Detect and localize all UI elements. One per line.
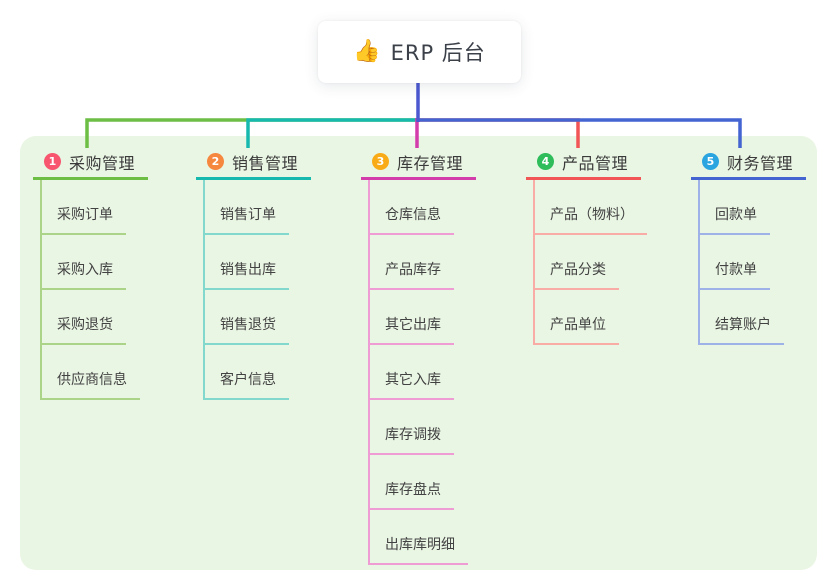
- node-item[interactable]: 结算账户: [698, 290, 784, 345]
- node-item[interactable]: 回款单: [698, 180, 770, 235]
- node-item[interactable]: 其它入库: [368, 345, 454, 400]
- node-item[interactable]: 客户信息: [203, 345, 289, 400]
- node-item[interactable]: 其它出库: [368, 290, 454, 345]
- branch-label: 产品管理: [562, 153, 629, 173]
- node-item[interactable]: 销售出库: [203, 235, 289, 290]
- branch-inventory-title[interactable]: 3 库存管理: [361, 146, 476, 180]
- branch-sales: 2 销售管理 销售订单 销售出库 销售退货 客户信息: [196, 146, 311, 400]
- branch-number-badge: 5: [702, 153, 719, 170]
- branch-number-badge: 3: [372, 153, 389, 170]
- node-item[interactable]: 库存调拨: [368, 400, 454, 455]
- branch-inventory-children: 仓库信息 产品库存 其它出库 其它入库 库存调拨 库存盘点 出库库明细: [368, 180, 476, 565]
- node-item[interactable]: 产品分类: [533, 235, 619, 290]
- branch-child-line: [203, 180, 205, 400]
- branch-product: 4 产品管理 产品（物料） 产品分类 产品单位: [526, 146, 647, 345]
- thumbs-up-icon: 👍: [353, 39, 381, 64]
- node-item[interactable]: 产品单位: [533, 290, 619, 345]
- node-item[interactable]: 供应商信息: [40, 345, 140, 400]
- branch-label: 采购管理: [69, 153, 136, 173]
- node-item[interactable]: 销售订单: [203, 180, 289, 235]
- node-item[interactable]: 采购订单: [40, 180, 126, 235]
- root-title: ERP 后台: [390, 41, 486, 65]
- background-panel: [20, 136, 817, 570]
- node-item[interactable]: 采购退货: [40, 290, 126, 345]
- branch-purchase: 1 采购管理 采购订单 采购入库 采购退货 供应商信息: [33, 146, 148, 400]
- branch-inventory: 3 库存管理 仓库信息 产品库存 其它出库 其它入库 库存调拨 库存盘点 出库库…: [361, 146, 476, 565]
- branch-label: 财务管理: [727, 153, 794, 173]
- branch-child-line: [698, 180, 700, 345]
- branch-label: 库存管理: [397, 153, 464, 173]
- node-item[interactable]: 库存盘点: [368, 455, 454, 510]
- branch-sales-title[interactable]: 2 销售管理: [196, 146, 311, 180]
- node-item[interactable]: 仓库信息: [368, 180, 454, 235]
- branch-finance-title[interactable]: 5 财务管理: [691, 146, 806, 180]
- node-item[interactable]: 产品（物料）: [533, 180, 647, 235]
- node-item[interactable]: 产品库存: [368, 235, 454, 290]
- branch-finance: 5 财务管理 回款单 付款单 结算账户: [691, 146, 806, 345]
- branch-number-badge: 2: [207, 153, 224, 170]
- branch-child-line: [40, 180, 42, 400]
- node-item[interactable]: 出库库明细: [368, 510, 468, 565]
- branch-number-badge: 4: [537, 153, 554, 170]
- node-item[interactable]: 采购入库: [40, 235, 126, 290]
- branch-product-children: 产品（物料） 产品分类 产品单位: [533, 180, 647, 345]
- branch-finance-children: 回款单 付款单 结算账户: [698, 180, 806, 345]
- branch-sales-children: 销售订单 销售出库 销售退货 客户信息: [203, 180, 311, 400]
- branch-child-line: [368, 180, 370, 565]
- branch-child-line: [533, 180, 535, 345]
- node-item[interactable]: 销售退货: [203, 290, 289, 345]
- branch-purchase-title[interactable]: 1 采购管理: [33, 146, 148, 180]
- root-node[interactable]: 👍 ERP 后台: [318, 21, 521, 83]
- node-item[interactable]: 付款单: [698, 235, 770, 290]
- branch-number-badge: 1: [44, 153, 61, 170]
- branch-product-title[interactable]: 4 产品管理: [526, 146, 641, 180]
- branch-purchase-children: 采购订单 采购入库 采购退货 供应商信息: [40, 180, 148, 400]
- branch-label: 销售管理: [232, 153, 299, 173]
